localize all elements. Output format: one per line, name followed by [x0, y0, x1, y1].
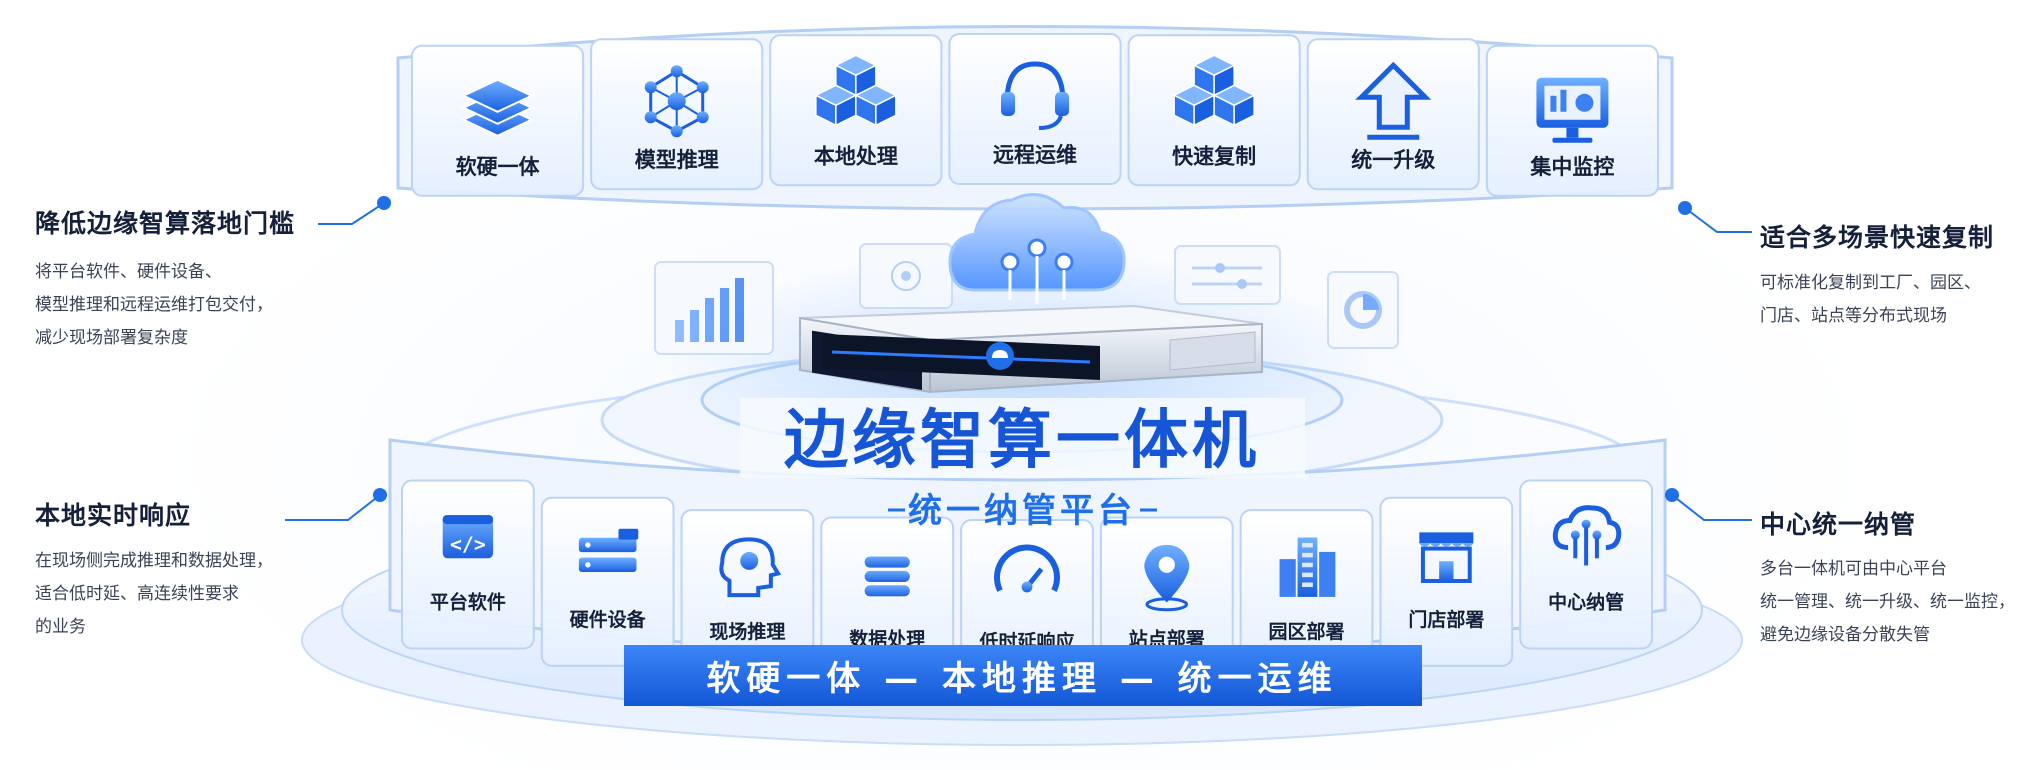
note-line: 的业务: [35, 617, 86, 637]
note-line: 减少现场部署复杂度: [35, 328, 188, 348]
bottom-ring-label: 园区部署: [1269, 620, 1345, 643]
connector-right-top: [1684, 207, 1752, 233]
floating-cards: [654, 243, 1399, 355]
bottom-ring-label: 门店部署: [1408, 608, 1484, 631]
server-icon: [578, 528, 639, 572]
note-line: 在现场侧完成推理和数据处理，: [35, 551, 273, 571]
ai-head-icon: [719, 537, 782, 598]
connector-dot-right-bottom: [1665, 488, 1679, 502]
note-line: 模型推理和远程运维打包交付，: [35, 295, 273, 315]
headset-icon: [1001, 61, 1069, 130]
note-right-top-title: 适合多场景快速复制: [1760, 223, 1995, 252]
bar-chart-card: [654, 261, 774, 355]
note-line: 将平台软件、硬件设备、: [35, 262, 222, 282]
bottom-ring-tiles: </>平台软件硬件设备现场推理数据处理低时延响应站点部署园区部署门店部署中心纳管: [401, 479, 1653, 689]
slider-card: [1174, 245, 1281, 305]
bottom-ring-label: 现场推理: [709, 620, 785, 643]
bottom-ring-label: 数据处理: [849, 628, 925, 651]
note-line: 适合低时延、高连续性要求: [35, 584, 239, 604]
bottom-ring-tile-frame: [401, 479, 535, 650]
connector-left-top: [318, 202, 385, 225]
note-right-bottom-title: 中心统一纳管: [1760, 510, 1917, 539]
bottom-ring-tile: 园区部署: [1239, 509, 1374, 680]
note-right-top-desc: 可标准化复制到工厂、园区、 门店、站点等分布式现场: [1760, 267, 1981, 333]
location-pin-icon: [1144, 544, 1190, 612]
monitor-icon: [1536, 77, 1609, 143]
bottom-ring-label: 站点部署: [1129, 628, 1205, 651]
bottom-ring-tile: 中心纳管: [1519, 479, 1653, 650]
top-ring-label: 本地处理: [814, 144, 898, 168]
pie-card: [1327, 271, 1399, 349]
connector-dot-right-top: [1678, 201, 1692, 215]
store-icon: [1419, 532, 1474, 583]
bottom-ring-tile: 门店部署: [1379, 496, 1514, 667]
upgrade-arrow-icon: [1355, 61, 1432, 140]
cubes-stack-icon: [1172, 54, 1256, 127]
note-line: 统一管理、统一升级、统一监控，: [1760, 592, 2015, 612]
note-left-bottom-title: 本地实时响应: [35, 501, 192, 530]
note-left-top-desc: 将平台软件、硬件设备、 模型推理和远程运维打包交付， 减少现场部署复杂度: [35, 256, 273, 355]
connector-left-bottom: [285, 494, 381, 521]
main-title: 边缘智算一体机: [784, 404, 1260, 478]
svg-text:</>: </>: [450, 533, 486, 556]
top-ring-tile: 快速复制: [1127, 34, 1301, 187]
bottom-ring-tile: 数据处理: [820, 516, 955, 687]
bottom-banner: 软硬一体 — 本地推理 — 统一运维: [624, 645, 1422, 706]
banner-bar: [624, 645, 1422, 706]
title-group: 边缘智算一体机 统一纳管平台: [740, 398, 1305, 531]
code-window-icon: </>: [442, 515, 494, 559]
top-ring-tile: 集中监控: [1485, 44, 1660, 197]
top-ring-label: 远程运维: [993, 143, 1077, 167]
note-left-bottom-desc: 在现场侧完成推理和数据处理， 适合低时延、高连续性要求 的业务: [35, 545, 273, 644]
connector-right-bottom: [1671, 494, 1752, 521]
edge-server-device: [799, 304, 1263, 394]
cloud-icon: [948, 193, 1126, 304]
note-line: 多台一体机可由中心平台: [1760, 559, 1947, 579]
top-ring-tile: 远程运维: [948, 33, 1122, 185]
cubes-icon: [814, 54, 898, 127]
bottom-ring-tile-frame: [540, 496, 675, 667]
layers-icon: [461, 78, 534, 137]
top-ring-label: 快速复制: [1172, 144, 1256, 168]
top-ring-tile: 模型推理: [590, 38, 764, 191]
note-line: 可标准化复制到工厂、园区、: [1760, 273, 1981, 293]
bottom-ring-tile: 硬件设备: [540, 496, 675, 667]
network-icon: [644, 65, 709, 138]
top-ring-label: 统一升级: [1351, 148, 1435, 172]
database-icon: [863, 554, 912, 598]
platform-label: 统一纳管平台: [908, 491, 1136, 531]
top-ring-label: 软硬一体: [456, 155, 541, 179]
bottom-ring-tile: </> 平台软件: [401, 479, 535, 650]
cloud-tree-icon: [1552, 505, 1622, 566]
top-ring-tile: 统一升级: [1306, 38, 1480, 191]
bottom-ring-label: 中心纳管: [1548, 590, 1624, 613]
note-line: 门店、站点等分布式现场: [1760, 306, 1947, 326]
note-line: 避免边缘设备分散失管: [1760, 625, 1930, 645]
top-ring-tile-frame: [948, 33, 1122, 185]
buildings-icon: [1279, 537, 1336, 597]
connector-dot-left-bottom: [373, 488, 387, 502]
top-ring-label: 模型推理: [635, 148, 719, 172]
connector-dot-left-top: [377, 196, 391, 210]
title-backdrop: [740, 398, 1305, 478]
note-right-bottom-desc: 多台一体机可由中心平台 统一管理、统一升级、统一监控， 避免边缘设备分散失管: [1760, 553, 2015, 652]
bottom-ring-tile: 站点部署: [1099, 516, 1234, 687]
top-ring-tile: 软硬一体: [411, 44, 585, 197]
top-ring-label: 集中监控: [1529, 155, 1614, 179]
bottom-ring-label: 硬件设备: [570, 608, 647, 631]
brain-card: [859, 243, 953, 309]
bottom-ring-tile: 现场推理: [680, 509, 815, 680]
top-ring-tiles: 软硬一体 模型推理 本地处理 远程运维 快速复制 统一升级 集中监控: [411, 33, 1660, 197]
bottom-ring-label: 平台软件: [430, 590, 506, 613]
top-ring-tile: 本地处理: [769, 34, 943, 187]
banner-text: 软硬一体 — 本地推理 — 统一运维: [706, 659, 1337, 699]
connectors: [285, 196, 1752, 521]
note-left-top-title: 降低边缘智算落地门槛: [35, 209, 296, 238]
gauge-icon: [994, 544, 1060, 593]
